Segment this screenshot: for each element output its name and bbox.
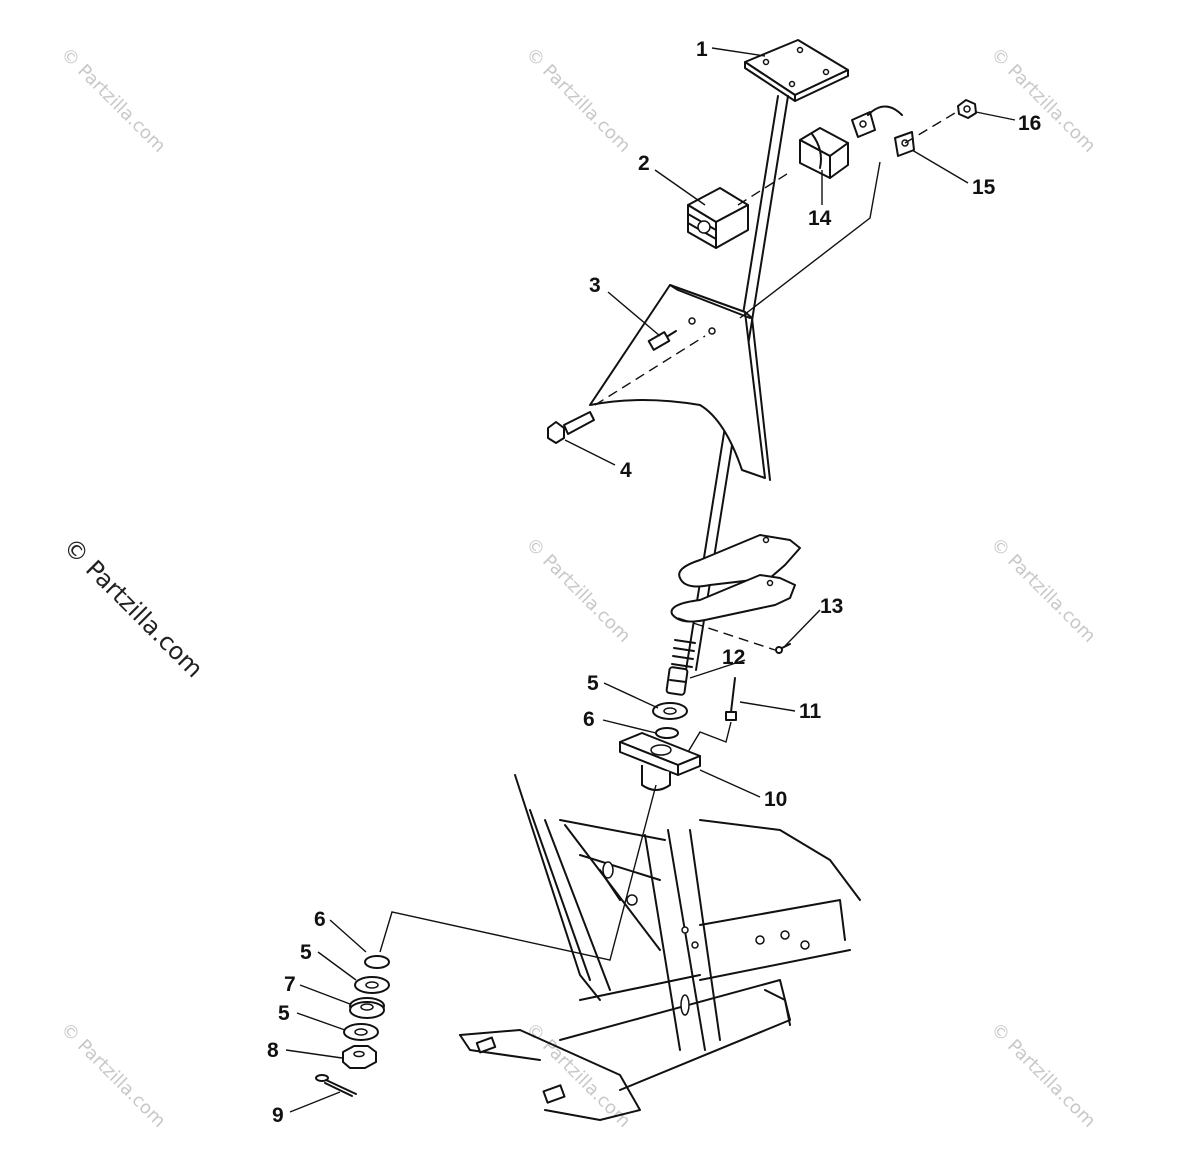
- callout-5-mid: 5: [300, 941, 312, 964]
- callout-2: 2: [638, 152, 650, 175]
- watermark-5: © Partzilla.com: [986, 534, 1099, 647]
- watermark-3: © Partzilla.com: [986, 44, 1099, 157]
- bearing-7: [349, 997, 385, 1019]
- callout-7: 7: [284, 973, 296, 996]
- watermark-8: © Partzilla.com: [986, 1019, 1099, 1132]
- callout-12: 12: [722, 646, 745, 669]
- callout-6-upper: 6: [583, 708, 595, 731]
- u-clamp: [851, 105, 915, 157]
- vehicle-frame: [459, 774, 861, 1121]
- callout-1: 1: [696, 38, 708, 61]
- leader-lines: [285, 47, 1016, 1113]
- nut-16: [957, 99, 977, 119]
- bolt-3: [647, 330, 677, 351]
- castle-nut-8: [342, 1045, 377, 1069]
- washer-5-upper: [652, 702, 688, 720]
- watermark-2: © Partzilla.com: [521, 44, 634, 157]
- oring-6-lower: [364, 955, 390, 969]
- callout-6-lower: 6: [314, 908, 326, 931]
- watermark-primary: © Partzilla.com: [58, 532, 209, 683]
- callout-3: 3: [589, 274, 601, 297]
- pin-13: [775, 643, 791, 654]
- watermark-6: © Partzilla.com: [56, 1019, 169, 1132]
- rubber-block: [687, 187, 749, 249]
- callout-labels: 1 2 3 4 5 6 10 11 12 13 14 15 16 6 5 7 5…: [267, 38, 1041, 1127]
- front-cowling: [589, 284, 771, 481]
- bolt-11: [725, 677, 737, 721]
- callout-4: 4: [620, 459, 632, 482]
- watermark-1: © Partzilla.com: [56, 44, 169, 157]
- watermark-4: © Partzilla.com: [521, 534, 634, 647]
- callout-9: 9: [272, 1104, 284, 1127]
- callout-14: 14: [808, 207, 832, 230]
- lower-hardware-stack: [315, 955, 390, 1097]
- callout-13: 13: [820, 595, 843, 618]
- bolt-4: [547, 411, 595, 444]
- shaft-splines: [671, 639, 696, 668]
- callout-10: 10: [764, 788, 787, 811]
- clamp-block: [799, 127, 849, 179]
- oring-6-upper: [655, 727, 679, 739]
- callout-11: 11: [799, 700, 822, 723]
- callout-16: 16: [1018, 112, 1041, 135]
- callout-8: 8: [267, 1039, 279, 1062]
- column-bracket: [670, 534, 801, 623]
- steering-block-10: [619, 732, 701, 791]
- callout-15: 15: [972, 176, 996, 199]
- coupler-12: [665, 666, 689, 696]
- callout-5-upper: 5: [587, 672, 599, 695]
- callout-5-lower: 5: [278, 1002, 290, 1025]
- cotter-pin-9: [315, 1074, 357, 1097]
